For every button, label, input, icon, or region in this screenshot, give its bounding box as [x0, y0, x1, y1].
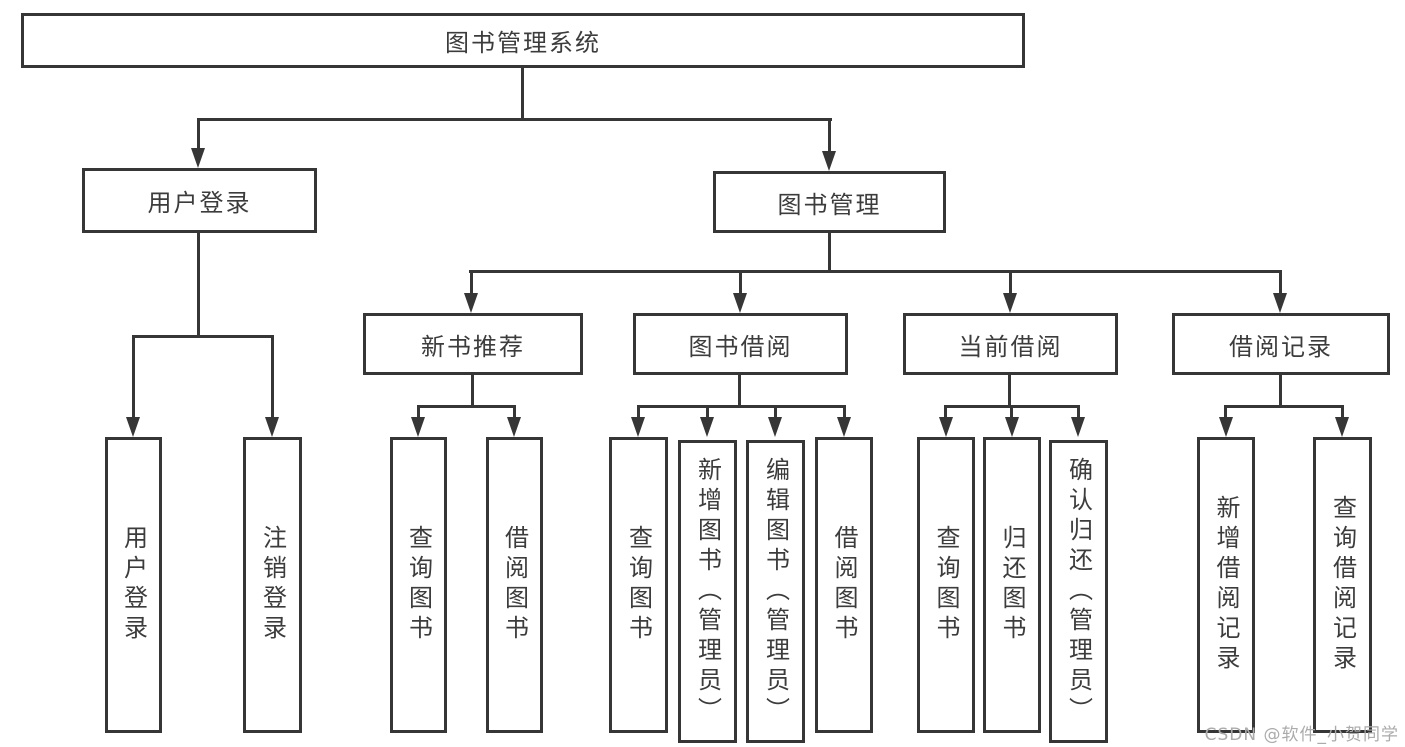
connector-bb-edit-drop [774, 405, 777, 419]
connector-user-login-bar [132, 335, 274, 338]
leaf-logout: 注销登录 [243, 437, 302, 733]
leaf-current-query-book: 查询图书 [917, 437, 975, 733]
connector-recommend-stem [471, 375, 474, 408]
node-borrow-record: 借阅记录 [1172, 313, 1390, 375]
arrow-down-bb-borrow [837, 417, 851, 437]
leaf-borrow-edit-book-admin-label: 编辑图书（管理员） [761, 456, 790, 727]
node-new-book-recommend: 新书推荐 [363, 313, 583, 375]
node-book-management: 图书管理 [713, 171, 946, 233]
leaf-record-query-record: 查询借阅记录 [1313, 437, 1372, 733]
arrow-down-recommend [464, 293, 478, 313]
arrow-down-bb-edit [768, 417, 782, 437]
arrow-down-cb-return [1005, 417, 1019, 437]
leaf-record-add-record-label: 新增借阅记录 [1212, 495, 1240, 675]
leaf-borrow-borrow-book: 借阅图书 [815, 437, 873, 733]
connector-root-stem [521, 68, 524, 121]
leaf-recommend-borrow-book: 借阅图书 [486, 437, 543, 733]
connector-record-stem [1279, 375, 1282, 408]
leaf-record-query-record-label: 查询借阅记录 [1328, 495, 1357, 675]
arrow-down-book-mgmt [822, 151, 836, 171]
arrow-down-br-query [1335, 417, 1349, 437]
node-root-label: 图书管理系统 [445, 29, 601, 57]
leaf-recommend-query-book: 查询图书 [390, 437, 447, 733]
leaf-current-confirm-return-admin-label: 确认归还（管理员） [1064, 456, 1093, 727]
leaf-borrow-edit-book-admin: 编辑图书（管理员） [746, 440, 805, 743]
leaf-recommend-borrow-book-label: 借阅图书 [500, 525, 529, 645]
connector-user-login-drop [197, 118, 200, 150]
arrow-down-cb-query [939, 417, 953, 437]
connector-bb-query-drop [637, 405, 640, 419]
node-user-login: 用户登录 [82, 168, 317, 233]
leaf-user-login: 用户登录 [105, 437, 162, 733]
leaf-current-query-book-label: 查询图书 [932, 525, 960, 645]
node-current-borrow: 当前借阅 [903, 313, 1118, 375]
leaf-current-return-book: 归还图书 [983, 437, 1041, 733]
connector-leaf-logout-drop [271, 335, 274, 419]
arrow-down-rec-borrow [507, 417, 521, 437]
connector-br-add-drop [1224, 405, 1227, 419]
node-borrow-record-label: 借阅记录 [1229, 332, 1333, 361]
node-new-book-recommend-label: 新书推荐 [421, 332, 525, 361]
connector-cb-confirm-drop [1077, 405, 1080, 419]
connector-bb-borrow-drop [843, 405, 846, 419]
node-book-borrow-label: 图书借阅 [688, 332, 793, 361]
arrow-down-cb-confirm [1071, 417, 1085, 437]
connector-borrow-stem [738, 375, 741, 408]
arrow-down-borrow [733, 293, 747, 313]
arrow-down-bb-query [631, 417, 645, 437]
connector-level3-bar [469, 270, 1282, 273]
leaf-user-login-label: 用户登录 [119, 525, 148, 645]
connector-user-login-stem [197, 233, 200, 338]
arrow-down-leaf-login [126, 417, 140, 437]
connector-br-query-drop [1341, 405, 1344, 419]
node-user-login-label: 用户登录 [147, 189, 252, 217]
leaf-current-confirm-return-admin: 确认归还（管理员） [1049, 440, 1108, 743]
connector-recommend-drop [470, 270, 473, 295]
connector-current-stem [1008, 375, 1011, 408]
node-current-borrow-label: 当前借阅 [958, 332, 1063, 361]
leaf-record-add-record: 新增借阅记录 [1197, 437, 1255, 733]
connector-borrow-drop [739, 270, 742, 295]
leaf-recommend-query-book-label: 查询图书 [404, 525, 433, 645]
connector-cb-return-drop [1010, 405, 1013, 419]
arrow-down-current [1003, 293, 1017, 313]
leaf-borrow-add-book-admin: 新增图书（管理员） [678, 440, 737, 743]
connector-record-bar [1224, 405, 1344, 408]
node-book-borrow: 图书借阅 [633, 313, 848, 375]
node-root: 图书管理系统 [21, 13, 1025, 68]
connector-borrow-bar [637, 405, 846, 408]
leaf-borrow-query-book: 查询图书 [609, 437, 668, 733]
arrow-down-br-add [1219, 417, 1233, 437]
leaf-borrow-query-book-label: 查询图书 [624, 525, 653, 645]
leaf-logout-label: 注销登录 [258, 525, 287, 645]
node-book-management-label: 图书管理 [777, 190, 882, 219]
connector-recommend-bar [417, 405, 516, 408]
arrow-down-leaf-logout [265, 417, 279, 437]
arrow-down-bb-add [700, 417, 714, 437]
connector-book-mgmt-drop [828, 118, 831, 153]
connector-book-mgmt-stem [828, 233, 831, 273]
connector-cb-query-drop [944, 405, 947, 419]
connector-current-drop [1009, 270, 1012, 295]
connector-level2-bar [197, 118, 832, 121]
leaf-current-return-book-label: 归还图书 [998, 525, 1026, 645]
connector-record-drop [1279, 270, 1282, 295]
arrow-down-record [1273, 293, 1287, 313]
arrow-down-user-login [191, 148, 205, 168]
connector-rec-borrow-drop [513, 405, 516, 419]
connector-rec-query-drop [417, 405, 420, 419]
leaf-borrow-borrow-book-label: 借阅图书 [830, 525, 858, 645]
connector-bb-add-drop [706, 405, 709, 419]
connector-leaf-login-drop [132, 335, 135, 419]
csdn-watermark: CSDN @软件_小贺同学 [1204, 725, 1399, 745]
arrow-down-rec-query [411, 417, 425, 437]
leaf-borrow-add-book-admin-label: 新增图书（管理员） [693, 456, 722, 727]
